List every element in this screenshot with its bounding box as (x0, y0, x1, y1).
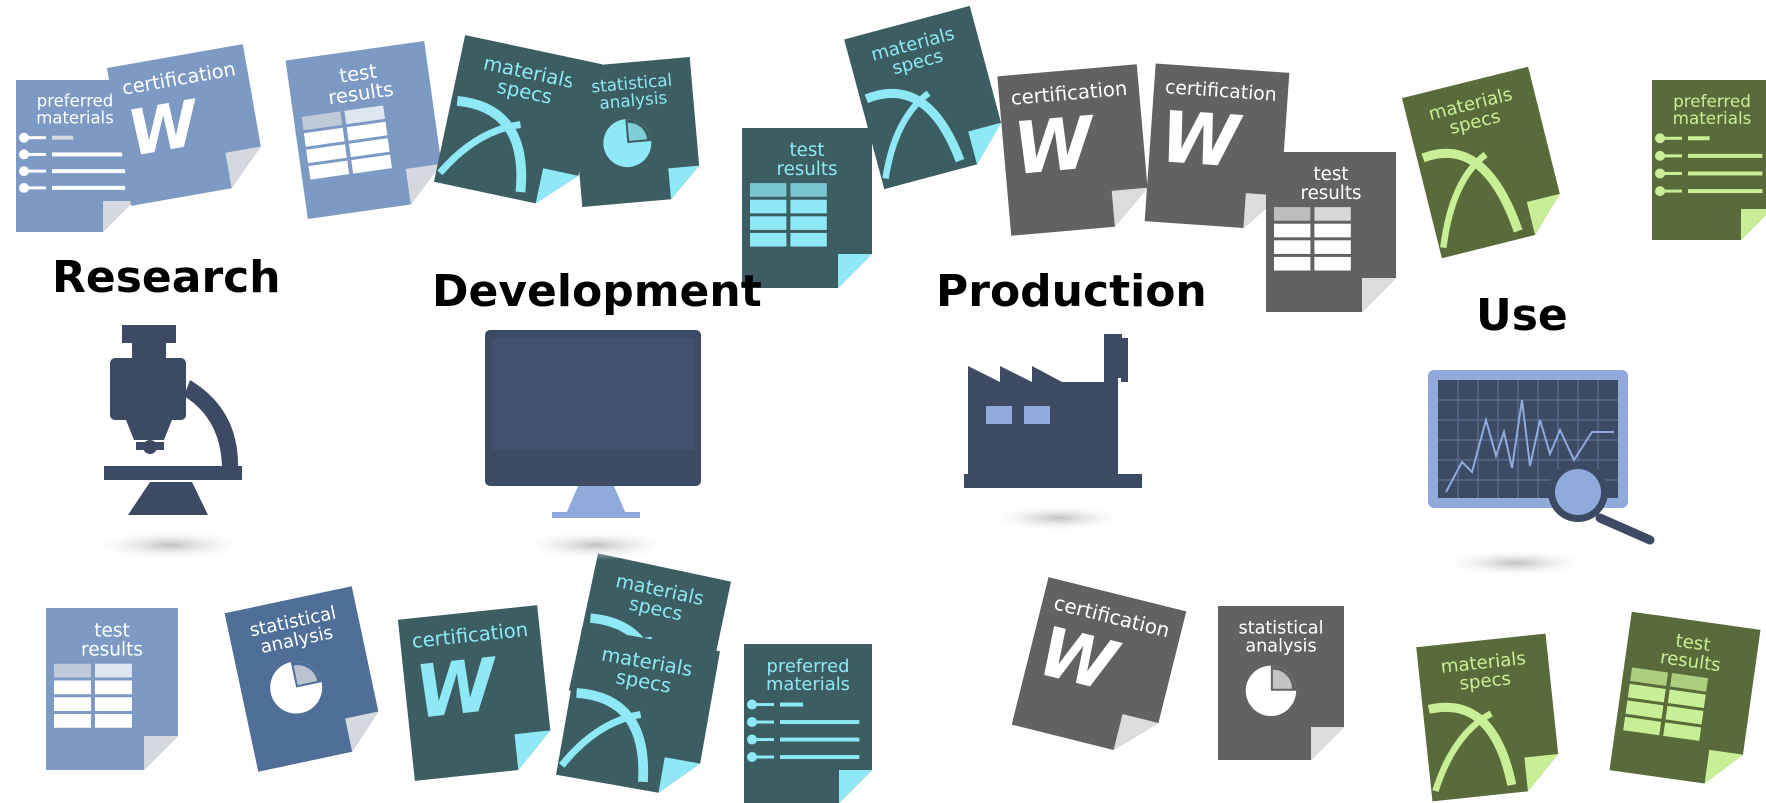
document-label: analysis (1245, 637, 1316, 657)
monitor-icon (485, 330, 701, 560)
document-label: test (790, 140, 825, 161)
w-glyph-icon: W (122, 86, 207, 171)
curve-glyph-icon (558, 688, 649, 783)
document-label: statistical (1239, 619, 1324, 639)
document-cards: preferredmaterialscertificationWtestresu… (16, 5, 1766, 803)
svg-text:W: W (122, 86, 207, 171)
stage-heading-production: Production (936, 266, 1207, 317)
chart-magnifier-icon (1428, 370, 1655, 577)
list-glyph-icon (1655, 133, 1763, 197)
document-label: results (1301, 183, 1362, 204)
pie-glyph-icon (603, 119, 652, 168)
document-label: materials (766, 674, 850, 695)
document-label: materials (1673, 108, 1752, 128)
document-label: preferred (1673, 91, 1751, 111)
list-glyph-icon (19, 132, 126, 193)
factory-icon (964, 334, 1142, 532)
document-label: materials (36, 108, 113, 127)
svg-text:W: W (1010, 100, 1100, 191)
curve-glyph-icon (437, 95, 527, 193)
microscope-icon (88, 325, 252, 561)
pie-glyph-icon (1245, 665, 1297, 716)
table-glyph-icon (301, 105, 392, 180)
document-label: results (81, 639, 143, 660)
table-glyph-icon (1274, 207, 1351, 271)
pie-glyph-icon (270, 661, 323, 714)
document-label: test (1674, 630, 1712, 656)
w-glyph-icon: W (1010, 100, 1100, 191)
table-glyph-icon (750, 183, 827, 247)
document-label: test (1314, 164, 1349, 185)
svg-text:W: W (411, 642, 503, 735)
svg-text:W: W (1158, 95, 1246, 184)
curve-glyph-icon (864, 88, 965, 179)
w-glyph-icon: W (411, 642, 503, 735)
stage-heading-research: Research (52, 252, 281, 303)
document-label: results (777, 159, 838, 180)
list-glyph-icon (747, 699, 860, 763)
document-label: preferred (767, 656, 850, 677)
document-label: test (338, 60, 379, 88)
curve-glyph-icon (1421, 148, 1523, 249)
stage-heading-development: Development (432, 266, 762, 317)
table-glyph-icon (54, 663, 132, 728)
document-label: test (94, 620, 130, 641)
table-glyph-icon (1623, 667, 1709, 741)
w-glyph-icon: W (1158, 95, 1246, 184)
curve-glyph-icon (1427, 702, 1517, 793)
document-label: preferred (37, 92, 114, 111)
stage-heading-use: Use (1476, 290, 1568, 341)
